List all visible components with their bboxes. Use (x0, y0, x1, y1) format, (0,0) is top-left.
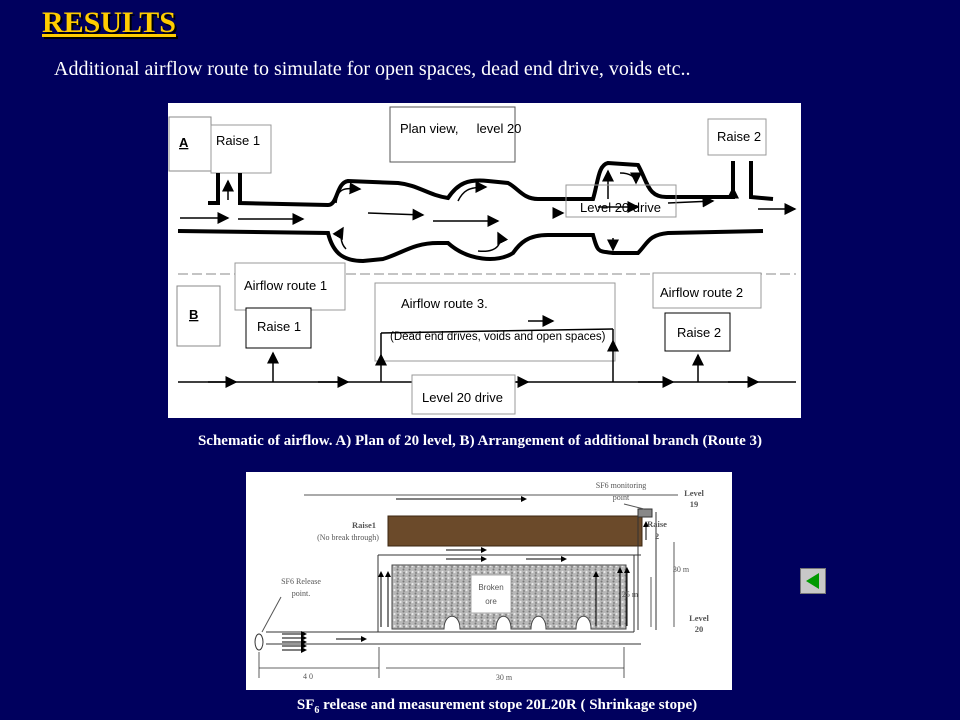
raise1-label-2: (No break through) (317, 533, 379, 542)
raise2-top-label: Raise 2 (717, 129, 761, 144)
level20-drive-bottom-box (411, 374, 516, 415)
monitoring-label-2: point (613, 493, 630, 502)
level20-drive-top-label: Level 20 drive (580, 200, 661, 215)
figure2-caption: SF6 release and measurement stope 20L20R… (0, 697, 960, 716)
airflow-arrows-b (208, 315, 760, 388)
monitoring-device-icon (637, 508, 653, 518)
release-label-2: point. (292, 589, 310, 598)
caption-subscript: 6 (314, 705, 320, 716)
drift-outline (266, 512, 657, 645)
drift-walls (177, 160, 774, 264)
release-leader (261, 596, 282, 633)
raise1-top-label: Raise 1 (216, 133, 260, 148)
label-a-box (168, 116, 212, 172)
label-b-box (176, 285, 221, 347)
raise1-border (387, 515, 643, 547)
raise1-bottom-label: Raise 1 (257, 319, 301, 334)
caption-sf: SF (296, 697, 315, 713)
airflow-route1-label: Airflow route 1 (244, 278, 327, 293)
monitoring-leader (623, 503, 645, 510)
airflow-route3-box (374, 282, 616, 362)
slide-subtitle: Additional airflow route to simulate for… (54, 58, 691, 80)
raise1-body (388, 516, 642, 546)
back-button[interactable] (800, 568, 826, 594)
level20-drive-bottom-label: Level 20 drive (422, 390, 503, 405)
broken-ore-label-2: ore (485, 597, 497, 606)
stope-schematic-svg: Broken ore (254, 481, 710, 682)
stope-airflow-arrows (282, 496, 649, 653)
level19-label-2: 19 (690, 499, 699, 509)
raise2-bottom-label: Raise 2 (677, 325, 721, 340)
dimension-30m-bottom: 30 m (496, 673, 513, 682)
release-label-1: SF6 Release (281, 577, 321, 586)
plan-view-label: Plan view, level 20 (400, 121, 521, 136)
release-point-icon (254, 633, 264, 651)
level20-label-2: 20 (695, 624, 704, 634)
level20-label-1: Level (689, 613, 709, 623)
airflow-schematic-svg: A Raise 1 Plan view, level 20 Raise 2 Le… (168, 106, 797, 415)
label-a: A (179, 135, 189, 150)
plan-view-box (389, 106, 516, 163)
airflow-route2-label: Airflow route 2 (660, 285, 743, 300)
raise2-top-box (707, 118, 767, 156)
raise2-label-2: 2 (655, 531, 659, 541)
dimension-30m-right: 30 m (673, 565, 690, 574)
raise2-bottom-box (664, 312, 731, 352)
stope-schematic-figure: Broken ore (246, 472, 732, 690)
triangle-left-icon (806, 573, 819, 589)
dead-end-note: (Dead end drives, voids and open spaces) (390, 331, 606, 343)
monitoring-label-1: SF6 monitoring (596, 481, 646, 490)
raise1-top-box (210, 124, 272, 174)
broken-ore-label-1: Broken (478, 583, 503, 592)
airflow-arrows-a (180, 169, 797, 252)
slide-title: RESULTS (42, 6, 176, 39)
level19-label-1: Level (684, 488, 704, 498)
broken-ore-box (470, 574, 512, 614)
level20-drive-top-box (565, 184, 677, 218)
raise1-bottom-box (245, 307, 312, 349)
caption-rest: release and measurement stope 20L20R ( S… (319, 697, 698, 713)
figure1-caption: Schematic of airflow. A) Plan of 20 leve… (197, 433, 763, 449)
dimension-25m: 25 m (622, 590, 639, 599)
dimension-lines (258, 542, 675, 678)
dimension-40: 4 0 (303, 672, 313, 681)
airflow-route2-box (652, 272, 762, 309)
airflow-schematic-figure: A Raise 1 Plan view, level 20 Raise 2 Le… (168, 103, 801, 418)
raise1-label-1: Raise1 (352, 520, 376, 530)
raise2-label-1: Raise (647, 519, 667, 529)
airflow-route3-label: Airflow route 3. (401, 296, 488, 311)
label-b: B (189, 307, 198, 322)
airflow-route1-box (234, 262, 346, 311)
